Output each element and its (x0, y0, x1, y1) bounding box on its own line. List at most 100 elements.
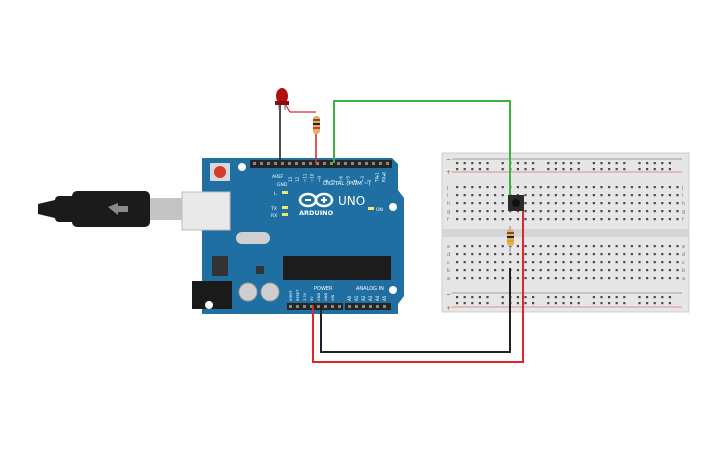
breadboard-hole[interactable] (456, 269, 459, 272)
breadboard-hole[interactable] (562, 210, 565, 213)
breadboard-hole[interactable] (646, 245, 649, 248)
breadboard-hole[interactable] (539, 277, 542, 280)
breadboard-hole[interactable] (592, 210, 595, 213)
breadboard-hole[interactable] (653, 202, 656, 205)
breadboard-hole[interactable] (585, 202, 588, 205)
breadboard-hole[interactable] (478, 245, 481, 248)
breadboard-hole[interactable] (615, 296, 618, 299)
breadboard-hole[interactable] (547, 302, 550, 305)
breadboard-hole[interactable] (486, 269, 489, 272)
breadboard-hole[interactable] (562, 162, 565, 165)
breadboard-hole[interactable] (547, 277, 550, 280)
breadboard-hole[interactable] (661, 202, 664, 205)
breadboard-hole[interactable] (646, 261, 649, 264)
breadboard-hole[interactable] (539, 210, 542, 213)
breadboard-hole[interactable] (630, 277, 633, 280)
breadboard-hole[interactable] (456, 218, 459, 221)
breadboard-hole[interactable] (592, 261, 595, 264)
breadboard-hole[interactable] (653, 302, 656, 305)
breadboard-hole[interactable] (570, 210, 573, 213)
breadboard-hole[interactable] (463, 202, 466, 205)
header-hole[interactable] (386, 162, 389, 165)
breadboard-hole[interactable] (615, 210, 618, 213)
header-hole[interactable] (324, 305, 327, 308)
breadboard-hole[interactable] (501, 253, 504, 256)
breadboard-hole[interactable] (539, 186, 542, 189)
breadboard-hole[interactable] (554, 202, 557, 205)
breadboard-holes[interactable] (456, 162, 679, 305)
breadboard-hole[interactable] (661, 302, 664, 305)
breadboard-hole[interactable] (456, 202, 459, 205)
breadboard-hole[interactable] (539, 194, 542, 197)
breadboard-hole[interactable] (646, 202, 649, 205)
breadboard-hole[interactable] (524, 261, 527, 264)
breadboard-hole[interactable] (653, 162, 656, 165)
breadboard-hole[interactable] (524, 210, 527, 213)
breadboard-hole[interactable] (600, 202, 603, 205)
breadboard-hole[interactable] (600, 210, 603, 213)
breadboard-hole[interactable] (668, 218, 671, 221)
breadboard-hole[interactable] (585, 245, 588, 248)
breadboard-hole[interactable] (509, 210, 512, 213)
breadboard-hole[interactable] (554, 186, 557, 189)
breadboard-hole[interactable] (653, 210, 656, 213)
breadboard-hole[interactable] (676, 218, 679, 221)
breadboard-hole[interactable] (471, 277, 474, 280)
breadboard-hole[interactable] (646, 296, 649, 299)
breadboard-hole[interactable] (486, 194, 489, 197)
breadboard-hole[interactable] (471, 202, 474, 205)
breadboard-hole[interactable] (615, 277, 618, 280)
breadboard-hole[interactable] (638, 168, 641, 171)
breadboard-hole[interactable] (608, 261, 611, 264)
breadboard-hole[interactable] (600, 302, 603, 305)
breadboard-hole[interactable] (638, 277, 641, 280)
header-hole[interactable] (310, 305, 313, 308)
breadboard-hole[interactable] (463, 296, 466, 299)
breadboard-hole[interactable] (600, 245, 603, 248)
breadboard-hole[interactable] (661, 261, 664, 264)
breadboard-hole[interactable] (570, 261, 573, 264)
breadboard-hole[interactable] (577, 245, 580, 248)
breadboard-hole[interactable] (532, 245, 535, 248)
breadboard-hole[interactable] (653, 296, 656, 299)
breadboard-hole[interactable] (653, 245, 656, 248)
breadboard-hole[interactable] (486, 162, 489, 165)
breadboard-hole[interactable] (646, 194, 649, 197)
breadboard-hole[interactable] (554, 245, 557, 248)
header-hole[interactable] (316, 162, 319, 165)
breadboard-hole[interactable] (577, 210, 580, 213)
breadboard-hole[interactable] (524, 245, 527, 248)
breadboard-hole[interactable] (532, 202, 535, 205)
breadboard-hole[interactable] (630, 253, 633, 256)
breadboard-hole[interactable] (547, 269, 550, 272)
breadboard-hole[interactable] (608, 218, 611, 221)
breadboard-hole[interactable] (532, 194, 535, 197)
breadboard-hole[interactable] (494, 261, 497, 264)
breadboard-hole[interactable] (630, 245, 633, 248)
breadboard-hole[interactable] (570, 168, 573, 171)
header-hole[interactable] (289, 305, 292, 308)
breadboard-hole[interactable] (661, 245, 664, 248)
breadboard-hole[interactable] (494, 269, 497, 272)
breadboard-hole[interactable] (463, 168, 466, 171)
breadboard-hole[interactable] (585, 194, 588, 197)
breadboard-hole[interactable] (653, 218, 656, 221)
breadboard-hole[interactable] (661, 277, 664, 280)
breadboard-hole[interactable] (478, 296, 481, 299)
breadboard-hole[interactable] (661, 296, 664, 299)
breadboard-hole[interactable] (630, 186, 633, 189)
header-hole[interactable] (383, 305, 386, 308)
breadboard-hole[interactable] (463, 162, 466, 165)
breadboard-hole[interactable] (668, 210, 671, 213)
breadboard-hole[interactable] (623, 168, 626, 171)
header-hole[interactable] (303, 305, 306, 308)
breadboard-hole[interactable] (516, 162, 519, 165)
breadboard-hole[interactable] (509, 261, 512, 264)
header-hole[interactable] (288, 162, 291, 165)
breadboard-hole[interactable] (562, 261, 565, 264)
breadboard-hole[interactable] (577, 194, 580, 197)
breadboard-hole[interactable] (623, 253, 626, 256)
breadboard-hole[interactable] (577, 186, 580, 189)
breadboard-hole[interactable] (615, 269, 618, 272)
breadboard-hole[interactable] (524, 296, 527, 299)
